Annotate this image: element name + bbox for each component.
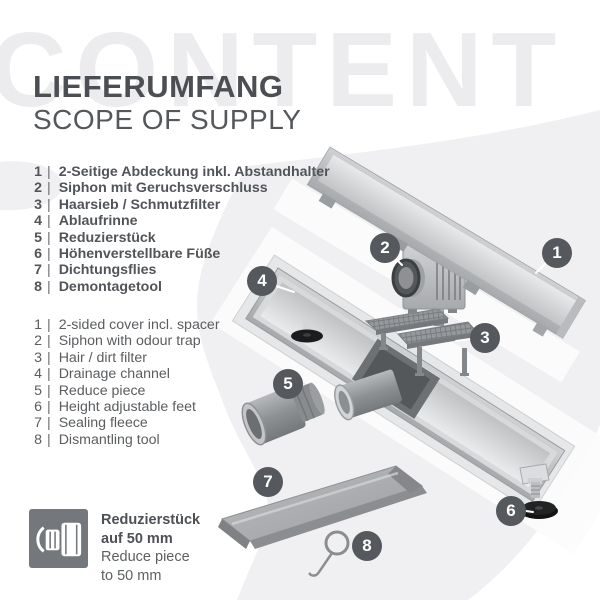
item-number: 5 [34,382,42,399]
watermark-text: CONTENT [0,11,566,129]
item-number: 8 [34,431,42,448]
supply-item-en-2: 2 | Siphon with odour trap [30,333,220,349]
item-separator: | [47,196,51,213]
supply-list-english: 1 | 2-sided cover incl. spacer 2 | Siphon wi… [30,317,220,448]
item-label: Dichtungsflies [58,262,157,279]
item-label: Height adjustable feet [58,398,196,415]
item-label: Haarsieb / Schmutzfilter [58,196,221,213]
header: LIEFERUMFANG SCOPE OF SUPPLY [33,70,301,136]
item-number: 6 [34,245,42,262]
supply-item-de-4: 4 | Ablaufrinne [30,213,330,229]
supply-item-en-8: 8 | Dismantling tool [30,432,220,448]
item-number: 2 [34,180,42,197]
item-separator: | [47,180,51,197]
item-label: Höhenverstellbare Füße [58,245,221,262]
item-label: Siphon with odour trap [58,333,201,350]
reduce-piece-illustration [241,382,325,446]
item-label: 2-Seitige Abdeckung inkl. Abstandhalter [58,164,330,180]
item-separator: | [47,349,51,366]
badge-tool: 8 [352,531,382,561]
item-label: Siphon mit Geruchsverschluss [58,180,268,197]
item-label: Drainage channel [58,366,170,383]
item-label: Sealing fleece [58,415,148,432]
supply-item-de-1: 1 | 2-Seitige Abdeckung inkl. Abstandhalte… [30,164,330,180]
item-separator: | [47,278,51,295]
item-separator: | [47,415,51,432]
item-label: Ablaufrinne [58,213,138,230]
badge-feet: 6 [496,496,526,526]
item-number: 8 [34,278,42,295]
item-separator: | [47,333,51,350]
reducer-legend: Reduzierstück auf 50 mm Reduce piece to … [29,509,200,585]
supply-item-en-1: 1 | 2-sided cover incl. spacer [30,317,220,333]
item-separator: | [47,164,51,180]
item-separator: | [47,245,51,262]
supply-item-en-5: 5 | Reduce piece [30,383,220,399]
supply-item-en-7: 7 | Sealing fleece [30,415,220,431]
item-separator: | [47,213,51,230]
badge-reducer: 5 [273,369,303,399]
supply-item-en-4: 4 | Drainage channel [30,366,220,382]
item-label: Hair / dirt filter [58,349,147,366]
supply-list-german: 1 | 2-Seitige Abdeckung inkl. Abstandhalte… [30,164,330,295]
supply-item-de-7: 7 | Dichtungsflies [30,262,330,278]
badge-pointer-lines [275,257,547,513]
item-number: 3 [34,349,42,366]
legend-line-en-2: to 50 mm [101,567,162,584]
reducer-icon-glyph [36,522,82,557]
supply-item-de-5: 5 | Reduzierstück [30,230,330,246]
item-number: 7 [34,262,42,279]
dismantling-tool-illustration [308,530,350,577]
item-number: 7 [34,415,42,432]
badge-filter: 3 [470,323,500,353]
item-separator: | [47,398,51,415]
legend-line-de-2: auf 50 mm [101,530,173,547]
item-number: 4 [34,366,42,383]
item-label: Reduzierstück [58,229,156,246]
badge-siphon: 2 [370,233,400,263]
reducer-legend-text: Reduzierstück auf 50 mm Reduce piece to … [101,509,200,585]
badge-fleece: 7 [253,467,283,497]
badge-cover: 1 [542,238,572,268]
item-label: Demontagetool [58,278,162,295]
supply-item-en-6: 6 | Height adjustable feet [30,399,220,415]
item-separator: | [47,431,51,448]
item-number: 2 [34,333,42,350]
item-separator: | [47,262,51,279]
legend-line-en-1: Reduce piece [101,549,190,565]
item-number: 6 [34,398,42,415]
item-number: 4 [34,213,42,230]
hair-filter-illustration [364,307,478,376]
supply-item-de-2: 2 | Siphon mit Geruchsverschluss [30,180,330,196]
item-separator: | [47,317,51,333]
badge-channel: 4 [247,266,277,296]
item-label: 2-sided cover incl. spacer [58,317,220,333]
cover-illustration [306,146,586,339]
supply-item-de-3: 3 | Haarsieb / Schmutzfilter [30,197,330,213]
item-number: 1 [34,164,42,180]
item-label: Dismantling tool [58,431,160,448]
sealing-fleece-illustration [218,465,427,549]
item-number: 1 [34,317,42,333]
item-label: Reduce piece [58,382,146,399]
item-separator: | [47,382,51,399]
item-separator: | [47,229,51,246]
item-number: 3 [34,196,42,213]
supply-item-de-6: 6 | Höhenverstellbare Füße [30,246,330,262]
item-separator: | [47,366,51,383]
page-title: LIEFERUMFANG [33,69,284,104]
reducer-icon [29,509,88,568]
legend-line-de-1: Reduzierstück [101,512,201,528]
supply-item-en-3: 3 | Hair / dirt filter [30,350,220,366]
page-subtitle: SCOPE OF SUPPLY [33,104,302,135]
supply-item-de-8: 8 | Demontagetool [30,279,330,295]
item-number: 5 [34,229,42,246]
